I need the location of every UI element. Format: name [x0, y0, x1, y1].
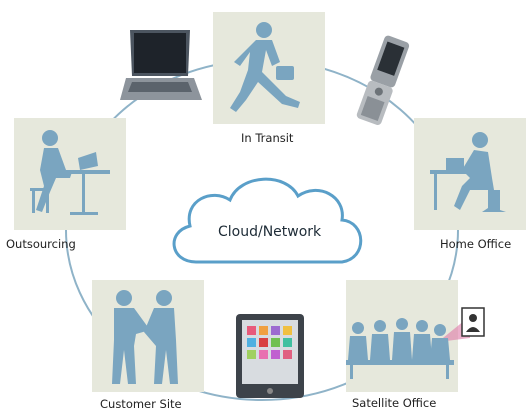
node-label-customer-site: Customer Site — [100, 397, 182, 411]
desk-worker-icon — [430, 132, 506, 212]
node-label-home-office: Home Office — [440, 237, 512, 251]
cafe-worker-icon — [30, 130, 110, 215]
handshake-icon — [112, 290, 178, 384]
tablet-icon — [236, 314, 304, 398]
node-label-outsourcing: Outsourcing — [6, 237, 76, 251]
laptop-icon — [120, 30, 202, 100]
node-label-satellite-office: Satellite Office — [352, 396, 437, 410]
cloud-network-label: Cloud/Network — [218, 224, 322, 240]
cloud-shape — [172, 177, 363, 264]
node-label-in-transit: In Transit — [241, 131, 294, 145]
running-person-icon — [230, 22, 300, 112]
meeting-group-icon — [346, 307, 485, 379]
mobile-phone-icon — [356, 35, 410, 126]
